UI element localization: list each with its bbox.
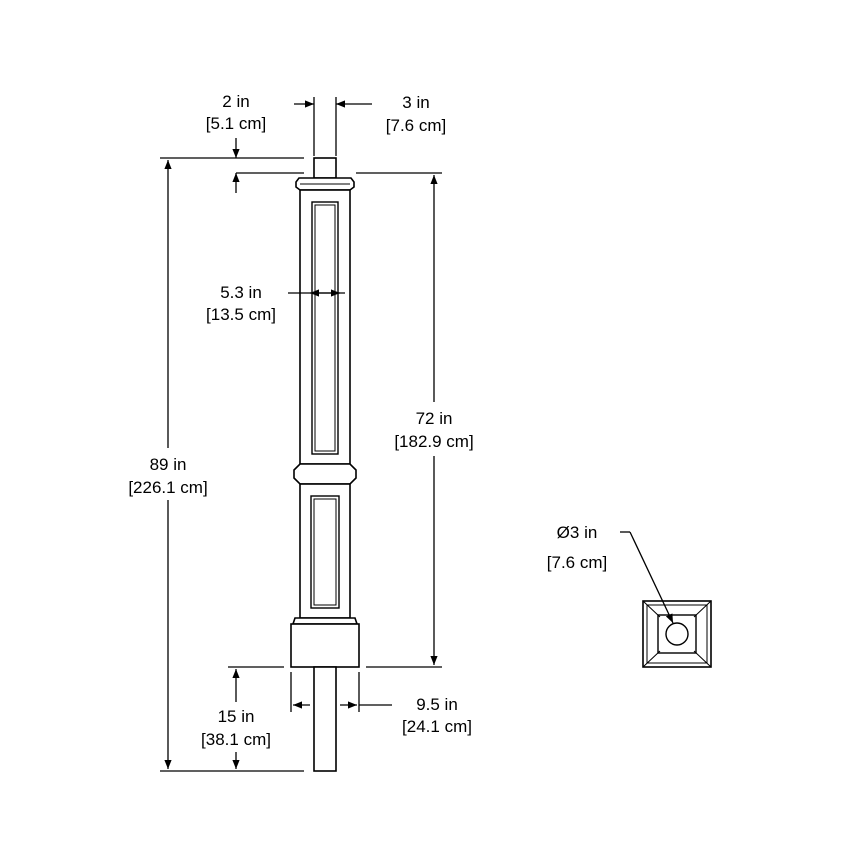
tenon-height-cm: [5.1 cm] — [206, 114, 266, 133]
post-upper-shaft — [299, 189, 351, 465]
top-hole-cm: [7.6 cm] — [547, 553, 607, 572]
dimension-ground-depth: 15 in [38.1 cm] — [201, 666, 284, 769]
base-width-cm: [24.1 cm] — [402, 717, 472, 736]
post-upper-panel — [311, 201, 339, 455]
overall-height-cm: [226.1 cm] — [128, 478, 207, 497]
tenon-diameter-cm: [7.6 cm] — [386, 116, 446, 135]
dimension-base-width: 9.5 in [24.1 cm] — [290, 672, 472, 736]
top-hole-in: Ø3 in — [557, 523, 598, 542]
shaft-width-in: 5.3 in — [220, 283, 262, 302]
post-lower-shaft — [299, 483, 351, 619]
dimension-shaft-width: 5.3 in [13.5 cm] — [206, 283, 345, 324]
base-width-in: 9.5 in — [416, 695, 458, 714]
post-side-view — [290, 157, 360, 772]
post-ground-anchor — [313, 666, 337, 772]
top-view-hole — [665, 622, 689, 646]
post-base — [290, 623, 360, 668]
ground-depth-cm: [38.1 cm] — [201, 730, 271, 749]
ground-depth-in: 15 in — [218, 707, 255, 726]
dimension-tenon-height: 2 in [5.1 cm] — [206, 92, 304, 193]
dimension-overall-height: 89 in [226.1 cm] — [128, 157, 304, 772]
post-top-view: Ø3 in [7.6 cm] — [547, 523, 712, 668]
dimension-visible-height: 72 in [182.9 cm] — [356, 172, 474, 668]
tenon-height-in: 2 in — [222, 92, 249, 111]
post-tenon — [313, 157, 337, 179]
visible-height-cm: [182.9 cm] — [394, 432, 473, 451]
overall-height-in: 89 in — [150, 455, 187, 474]
tenon-diameter-in: 3 in — [402, 93, 429, 112]
shaft-width-cm: [13.5 cm] — [206, 305, 276, 324]
post-lower-panel — [310, 495, 340, 609]
dimension-tenon-diameter: 3 in [7.6 cm] — [294, 93, 446, 156]
visible-height-in: 72 in — [416, 409, 453, 428]
post-collar — [293, 463, 357, 485]
